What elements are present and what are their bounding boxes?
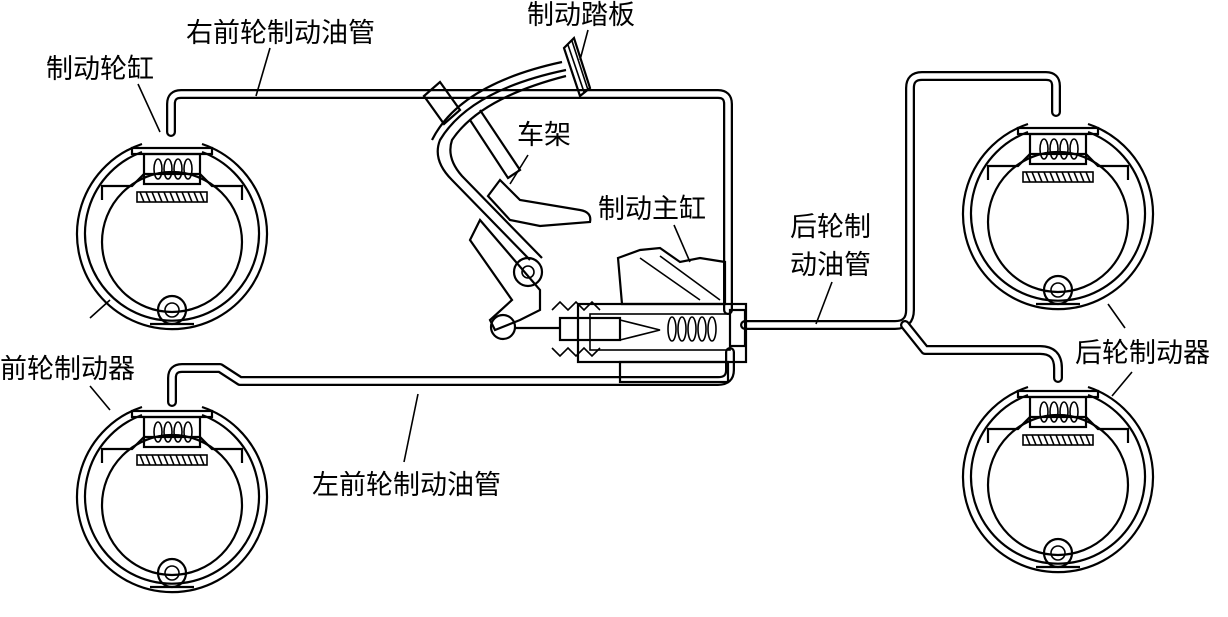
label-rear-brake-line-2: 动油管 [790, 250, 871, 281]
label-right-front-brake-line: 右前轮制动油管 [186, 18, 375, 49]
label-frame: 车架 [517, 120, 571, 151]
label-brake-pedal: 制动踏板 [527, 0, 635, 31]
label-left-front-brake-line: 左前轮制动油管 [312, 470, 501, 501]
brake-pedal-assembly [422, 35, 592, 341]
rear-right-drum [961, 122, 1155, 311]
front-left-drum [75, 405, 269, 594]
rear-left-drum [961, 385, 1155, 574]
brake-lines [166, 71, 1063, 407]
label-wheel-cylinder: 制动轮缸 [46, 54, 154, 85]
front-right-drum [75, 142, 269, 331]
master-cylinder [515, 246, 748, 384]
leader-lines [89, 29, 1133, 463]
label-rear-brake: 后轮制动器 [1075, 338, 1210, 369]
label-front-brake: 前轮制动器 [0, 354, 135, 385]
label-master-cylinder: 制动主缸 [598, 194, 706, 225]
label-rear-brake-line-1: 后轮制 [790, 212, 871, 243]
